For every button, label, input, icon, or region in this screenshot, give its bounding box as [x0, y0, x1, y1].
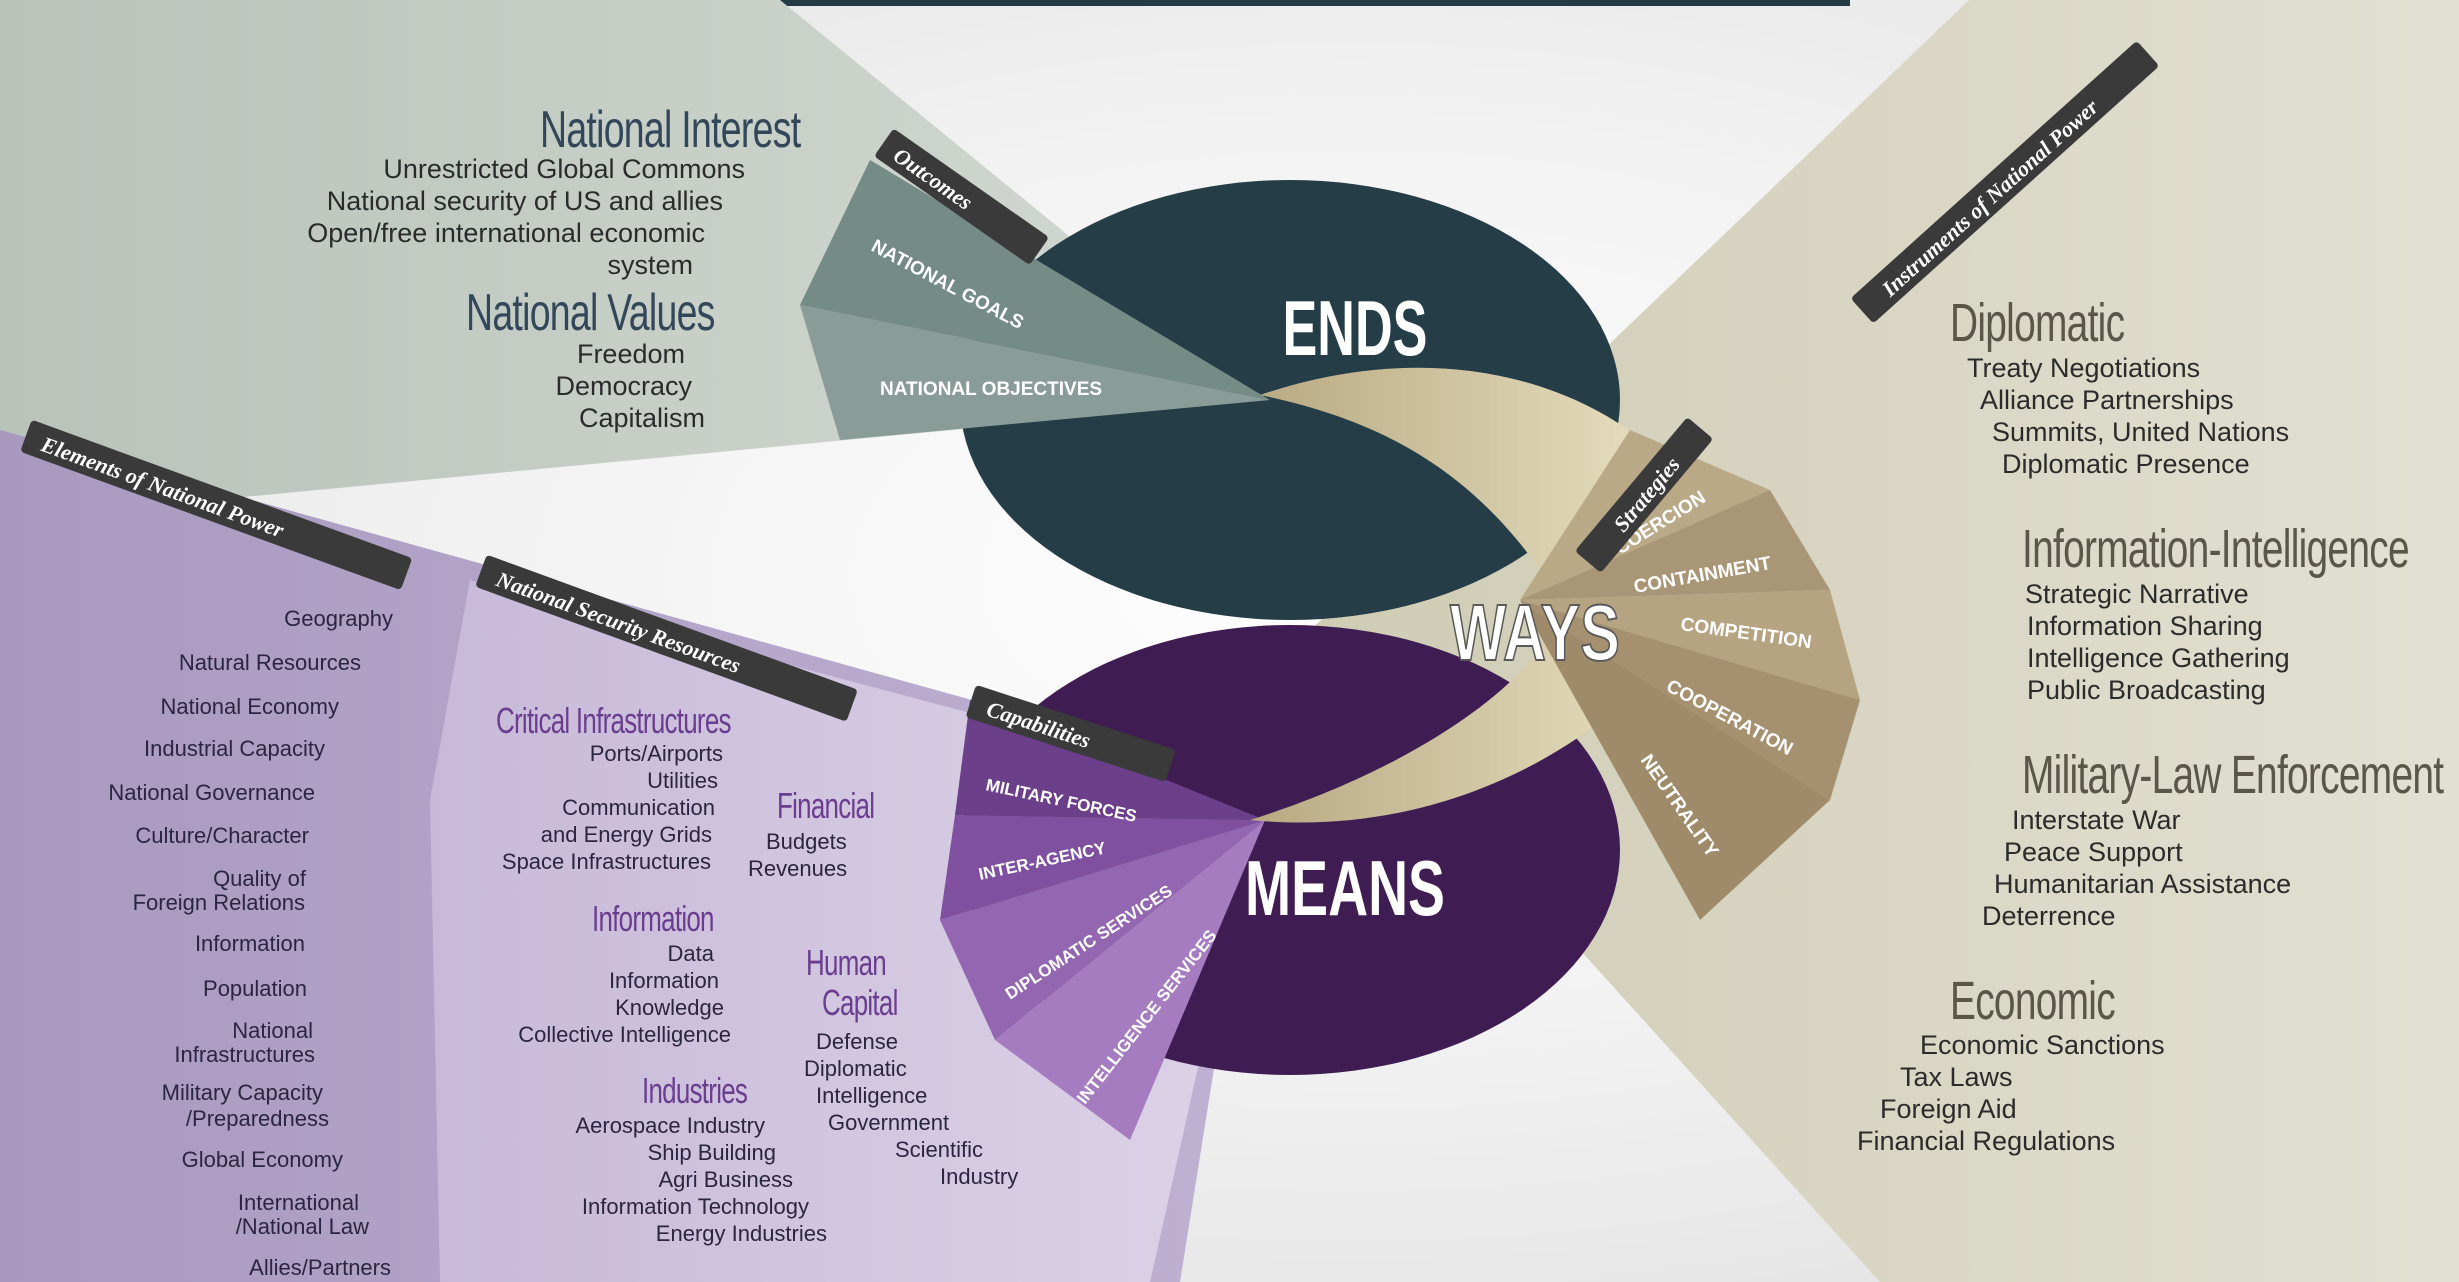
- nsr-human-capital-item-1: Defense: [816, 1029, 898, 1054]
- instrument-diplomatic-item-4: Diplomatic Presence: [2002, 449, 2250, 479]
- nsr-critical-item-5: Space Infrastructures: [501, 849, 711, 874]
- nsr-critical-item-2: Utilities: [647, 768, 718, 793]
- means-label: MEANS: [1245, 844, 1445, 932]
- nsr-human-capital-item-6: Industry: [940, 1164, 1019, 1189]
- instrument-economic-item-1: Economic Sanctions: [1920, 1030, 2165, 1060]
- national-values-item-2: Democracy: [555, 371, 692, 401]
- instrument-info-intel-title: Information-Intelligence: [2022, 519, 2410, 579]
- element-item-16: International: [237, 1190, 359, 1215]
- element-item-10: Population: [203, 976, 307, 1001]
- nsr-industries-item-3: Agri Business: [658, 1167, 793, 1192]
- national-values-title: National Values: [466, 284, 715, 342]
- nsr-critical-item-4: and Energy Grids: [540, 822, 712, 847]
- instrument-military-title: Military-Law Enforcement: [2022, 745, 2444, 805]
- element-item-14: /Preparedness: [185, 1106, 329, 1131]
- nsr-industries-item-2: Ship Building: [647, 1140, 776, 1165]
- nsr-information-title: Information: [592, 898, 714, 939]
- nsr-information-item-3: Knowledge: [615, 995, 724, 1020]
- instrument-info-intel-item-4: Public Broadcasting: [2027, 675, 2266, 705]
- element-item-5: National Governance: [108, 780, 315, 805]
- instrument-military-item-2: Peace Support: [2004, 837, 2183, 867]
- capabilities-band-4: [995, 820, 1265, 1140]
- national-interest-item-4: system: [607, 250, 693, 280]
- strategies-band-5: [1520, 600, 1830, 920]
- nsr-industries-item-1: Aerospace Industry: [575, 1113, 765, 1138]
- element-item-1: Geography: [284, 606, 393, 631]
- strategies-band-3: [1520, 590, 1860, 700]
- national-values-item-3: Capitalism: [578, 403, 705, 433]
- national-interest-item-1: Unrestricted Global Commons: [383, 154, 745, 184]
- nsr-financial-item-2: Revenues: [748, 856, 848, 881]
- nsr-human-capital-item-3: Intelligence: [816, 1083, 928, 1108]
- nsr-human-capital-item-5: Scientific: [895, 1137, 984, 1162]
- nsr-information-item-4: Collective Intelligence: [518, 1022, 731, 1047]
- element-item-6: Culture/Character: [135, 823, 309, 848]
- nsr-information-item-1: Data: [667, 941, 714, 966]
- element-item-8: Foreign Relations: [132, 890, 305, 915]
- capabilities-band-3: [940, 820, 1265, 1040]
- nsr-human-capital-title-1: Human: [806, 942, 887, 983]
- nsr-financial-item-1: Budgets: [766, 829, 847, 854]
- instrument-military-item-1: Interstate War: [2012, 805, 2181, 835]
- nsr-industries-item-5: Energy Industries: [655, 1221, 827, 1246]
- instrument-diplomatic-title: Diplomatic: [1950, 293, 2125, 353]
- element-item-3: National Economy: [160, 694, 339, 719]
- element-item-18: Allies/Partners: [249, 1255, 391, 1280]
- national-interest-item-2: National security of US and allies: [326, 186, 723, 216]
- instrument-diplomatic-item-3: Summits, United Nations: [1992, 417, 2290, 447]
- strategies-band-4: [1520, 600, 1860, 800]
- top-bar: [0, 0, 1850, 6]
- national-interest-title: National Interest: [540, 101, 801, 159]
- nsr-human-capital-item-2: Diplomatic: [804, 1056, 907, 1081]
- instruments-sector: [1300, 0, 2459, 1282]
- nsr-industries-title: Industries: [642, 1070, 748, 1111]
- element-item-4: Industrial Capacity: [144, 736, 325, 761]
- instrument-diplomatic-item-2: Alliance Partnerships: [1980, 385, 2234, 415]
- instrument-military-item-3: Humanitarian Assistance: [1994, 869, 2292, 899]
- instrument-info-intel-item-3: Intelligence Gathering: [2027, 643, 2290, 673]
- strategies-band-2: [1520, 490, 1830, 600]
- outcomes-band-label-2: NATIONAL OBJECTIVES: [880, 379, 1102, 400]
- element-item-13: Military Capacity: [161, 1080, 323, 1105]
- nsr-human-capital-title-2: Capital: [822, 982, 898, 1023]
- outcomes-band-1: [800, 160, 1270, 400]
- ends-label: ENDS: [1283, 284, 1428, 372]
- element-item-12: Infrastructures: [174, 1042, 315, 1067]
- element-item-17: /National Law: [235, 1214, 369, 1239]
- ways-label: WAYS: [1450, 588, 1620, 677]
- instrument-info-intel-item-1: Strategic Narrative: [2025, 579, 2249, 609]
- nsr-critical-title: Critical Infrastructures: [496, 700, 732, 741]
- element-item-15: Global Economy: [181, 1147, 343, 1172]
- instrument-info-intel-item-2: Information Sharing: [2027, 611, 2263, 641]
- instrument-diplomatic-item-1: Treaty Negotiations: [1967, 353, 2201, 383]
- instrument-economic-item-4: Financial Regulations: [1857, 1126, 2116, 1156]
- national-values-item-1: Freedom: [576, 339, 685, 369]
- capabilities-band-2: [940, 815, 1265, 920]
- nsr-industries-item-4: Information Technology: [581, 1194, 809, 1219]
- instrument-economic-title: Economic: [1950, 971, 2116, 1031]
- nsr-financial-title: Financial: [777, 785, 875, 826]
- element-item-7: Quality of: [213, 866, 306, 891]
- instrument-economic-item-3: Foreign Aid: [1880, 1094, 2017, 1124]
- instrument-military-item-4: Deterrence: [1982, 901, 2116, 931]
- element-item-9: Information: [194, 931, 305, 956]
- nsr-critical-item-1: Ports/Airports: [589, 741, 723, 766]
- national-interest-item-3: Open/free international economic: [307, 218, 705, 248]
- nsr-human-capital-item-4: Government: [828, 1110, 950, 1135]
- nsr-information-item-2: Information: [608, 968, 719, 993]
- nsr-critical-item-3: Communication: [562, 795, 715, 820]
- element-item-2: Natural Resources: [178, 650, 361, 675]
- instrument-economic-item-2: Tax Laws: [1900, 1062, 2013, 1092]
- outcomes-band-2: [800, 305, 1270, 440]
- element-item-11: National: [232, 1018, 313, 1043]
